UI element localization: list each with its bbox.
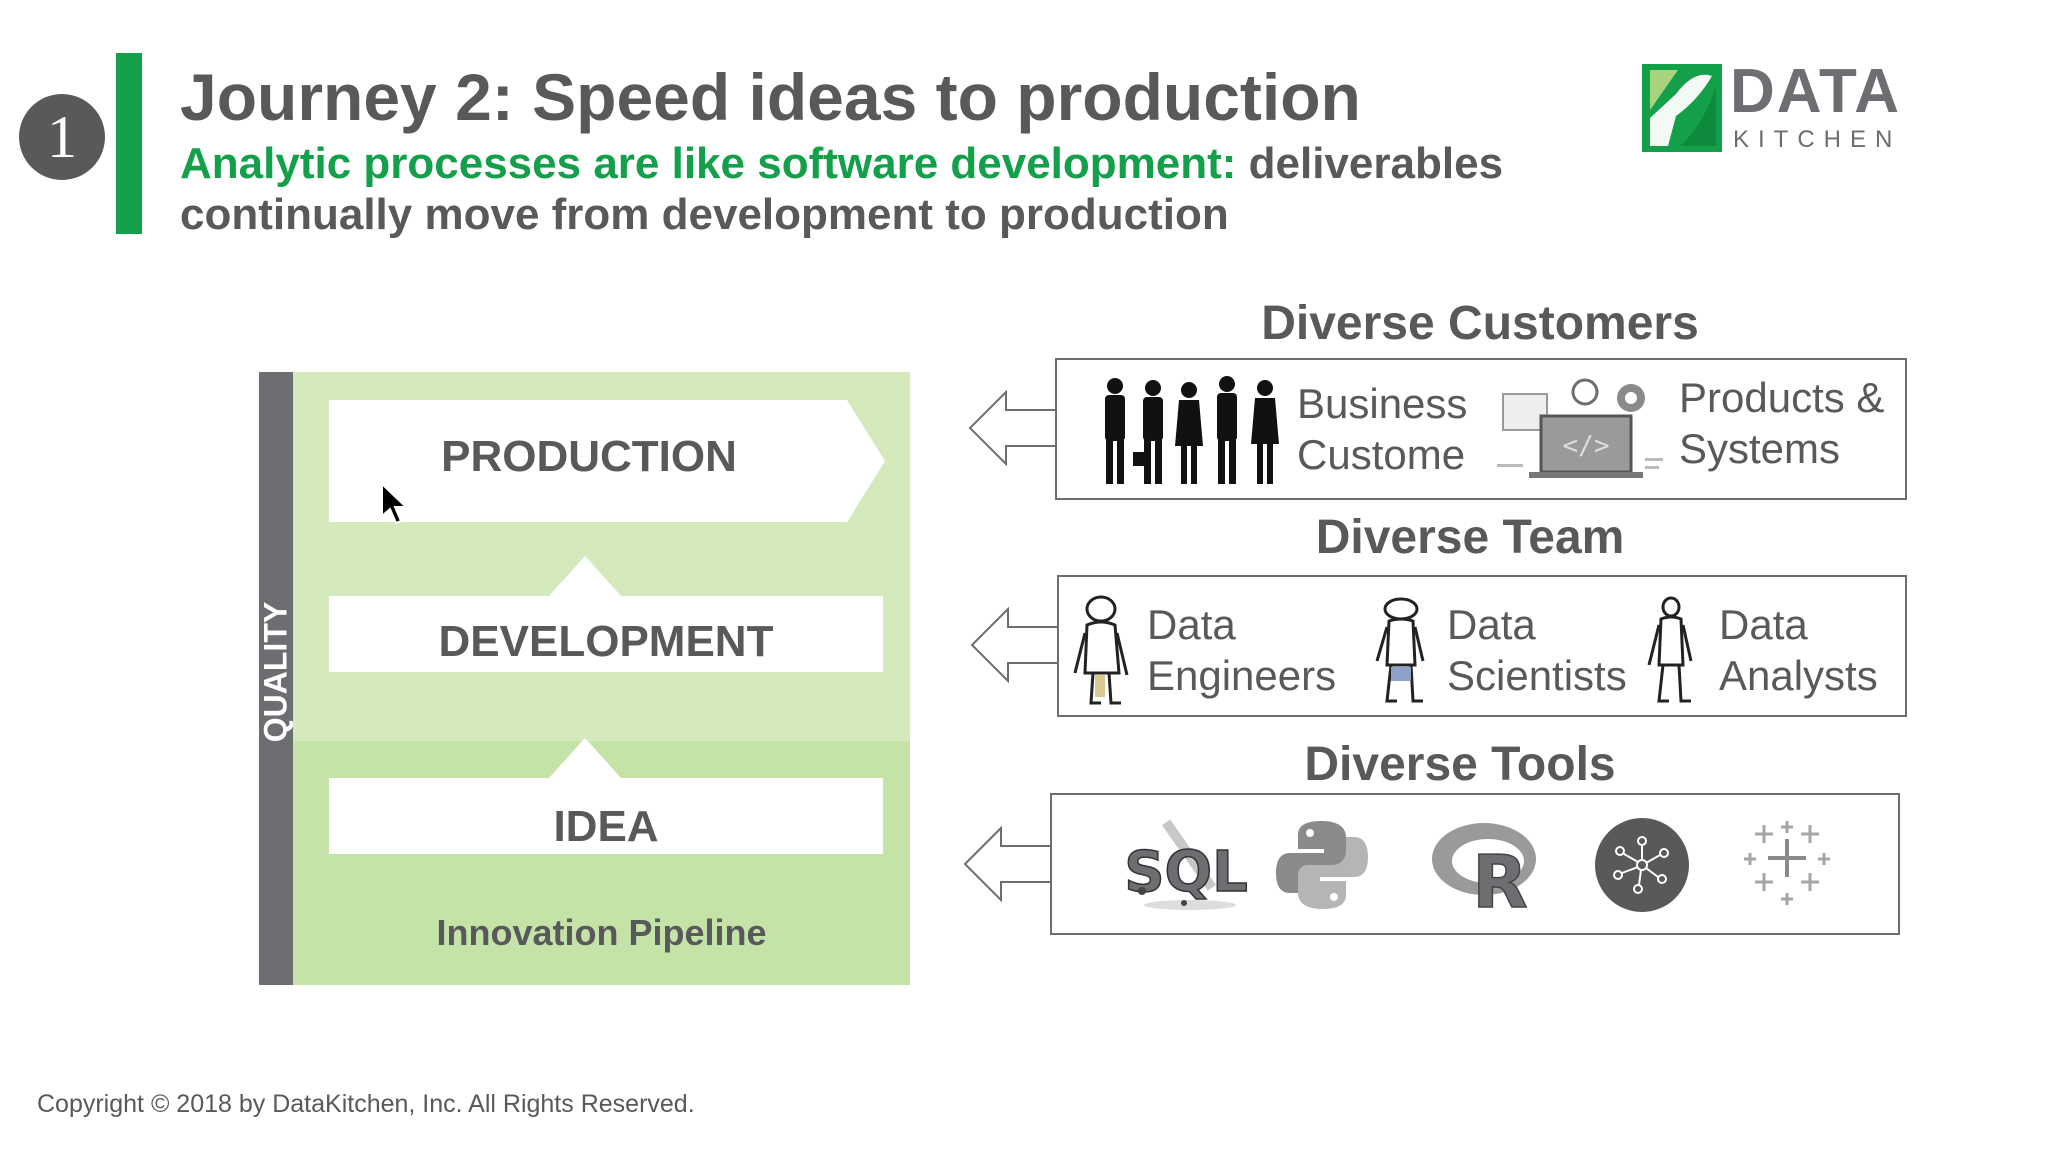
laptop-code-icon: </>	[1497, 378, 1663, 478]
customer-business-label: Business Custome	[1297, 378, 1467, 480]
subtitle-rest: deliverables continually move from devel…	[180, 139, 1504, 239]
python-icon	[1276, 821, 1368, 909]
tools-title: Diverse Tools	[1304, 738, 1616, 791]
datakitchen-logo-mark-icon	[1642, 64, 1722, 152]
quality-bar: QUALITY	[257, 372, 294, 985]
team-arrow-icon	[970, 607, 1059, 683]
engineer-figure-icon	[1073, 595, 1129, 705]
datakitchen-logo: DATA KITCHEN	[1640, 57, 1910, 158]
customer-business-line1: Business	[1297, 380, 1468, 427]
production-stage-shape	[329, 400, 885, 522]
mouse-pointer-icon	[381, 482, 409, 525]
network-icon	[1595, 818, 1689, 912]
team-analysts-label: Data Analysts	[1719, 599, 1878, 701]
subtitle-highlight: Analytic processes are like software dev…	[180, 139, 1237, 188]
development-stage-shape	[329, 556, 883, 672]
team-engineers-line2: Engineers	[1147, 652, 1337, 699]
quality-label: QUALITY	[257, 601, 294, 743]
sql-icon-text: SQL	[1124, 840, 1248, 905]
business-people-icon	[1105, 376, 1279, 484]
stage-development: DEVELOPMENT	[438, 617, 774, 666]
team-analysts-line1: Data	[1719, 601, 1808, 648]
customers-title: Diverse Customers	[1261, 297, 1699, 350]
stage-idea: IDEA	[553, 802, 659, 851]
stage-production: PRODUCTION	[441, 432, 737, 481]
tools-box: SQL R	[1050, 793, 1900, 935]
logo-word-kitchen: KITCHEN	[1733, 126, 1902, 153]
team-scientists-line1: Data	[1447, 601, 1536, 648]
customers-box: Business Custome </> Products & Systems	[1055, 358, 1907, 500]
team-title: Diverse Team	[1315, 511, 1625, 564]
team-analysts-line2: Analysts	[1719, 652, 1878, 699]
customer-products-line2: Systems	[1679, 425, 1841, 472]
slide-title: Journey 2: Speed ideas to production	[180, 60, 1361, 134]
team-scientists-line2: Scientists	[1447, 652, 1627, 699]
sql-icon: SQL	[1124, 819, 1249, 910]
copyright-notice: Copyright © 2018 by DataKitchen, Inc. Al…	[37, 1090, 695, 1118]
svg-text:</>: </>	[1563, 431, 1610, 461]
team-engineers-line1: Data	[1147, 601, 1236, 648]
title-accent-bar	[116, 53, 142, 234]
pipeline-caption: Innovation Pipeline	[436, 912, 767, 953]
customer-products-label: Products & Systems	[1679, 372, 1884, 474]
r-icon: R	[1432, 823, 1536, 915]
scientist-figure-icon	[1375, 597, 1425, 703]
idea-stage-shape	[329, 738, 883, 854]
tools-arrow-icon	[963, 826, 1052, 902]
team-engineers-label: Data Engineers	[1147, 599, 1336, 701]
team-scientists-label: Data Scientists	[1447, 599, 1627, 701]
customers-arrow-icon	[968, 390, 1057, 466]
customer-products-line1: Products &	[1679, 374, 1885, 421]
slide-number-badge: 1	[19, 94, 105, 180]
tableau-icon	[1744, 821, 1830, 905]
innovation-pipeline: QUALITY PRODUCTION DEVELOPMENT IDEA Inno…	[257, 372, 910, 985]
logo-word-data: DATA	[1730, 57, 1901, 126]
analyst-figure-icon	[1647, 596, 1693, 703]
customer-business-line2: Custome	[1297, 431, 1466, 478]
team-box: Data Engineers Data Scientists	[1057, 575, 1907, 717]
slide-subtitle: Analytic processes are like software dev…	[180, 138, 1620, 240]
r-icon-text: R	[1472, 840, 1527, 915]
